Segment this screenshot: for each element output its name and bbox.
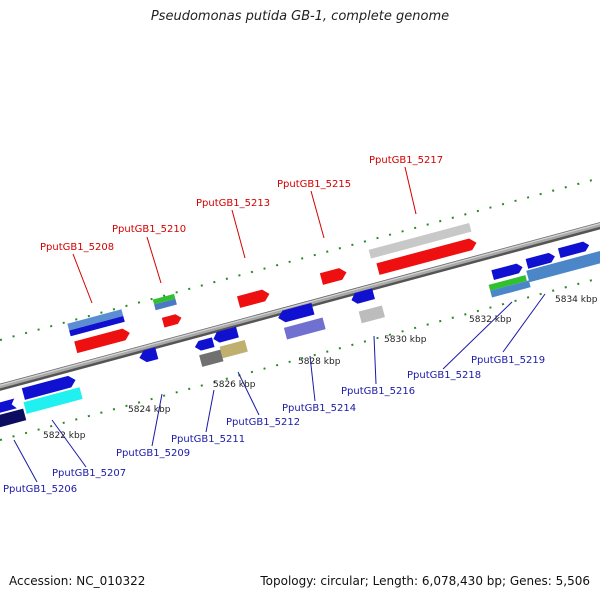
gene-label-5217[interactable]: PputGB1_5217 [369,155,443,166]
gene-5206-5207-block[interactable] [0,374,84,429]
gene-label-5219[interactable]: PputGB1_5219 [471,355,545,366]
ruler-label: 5824 kbp [128,405,171,415]
ruler-label: 5832 kbp [469,315,512,325]
gene-label-5212[interactable]: PputGB1_5212 [226,417,300,428]
gene-label-5218[interactable]: PputGB1_5218 [407,370,481,381]
ruler-label: 5834 kbp [555,295,598,305]
reverse-genes [0,250,600,429]
gene-5216-block[interactable] [350,287,385,324]
ruler-label: 5828 kbp [298,357,341,367]
gene-5217-block[interactable] [368,222,478,276]
leader-lines-reverse [13,293,546,483]
gene-5214-block[interactable] [277,301,326,340]
gene-label-5206[interactable]: PputGB1_5206 [3,484,77,495]
gene-label-5208[interactable]: PputGB1_5208 [40,242,114,253]
accession-text: Accession: NC_010322 [9,574,146,588]
gene-5209-arrow[interactable] [138,347,159,363]
ruler-label: 5826 kbp [213,380,256,390]
topology-text: Topology: circular; Length: 6,078,430 bp… [260,574,590,588]
gene-label-5211[interactable]: PputGB1_5211 [171,434,245,445]
forward-genes [67,222,591,354]
gene-5215-arrow[interactable] [319,267,348,285]
gene-label-5215[interactable]: PputGB1_5215 [277,179,351,190]
gene-label-5216[interactable]: PputGB1_5216 [341,386,415,397]
gene-5213-arrow[interactable] [236,288,271,308]
gene-5208-block[interactable] [67,309,131,354]
forward-gene-labels: PputGB1_5208 PputGB1_5210 PputGB1_5213 P… [40,155,443,253]
leader-lines-forward [72,166,417,304]
ruler-label: 5830 kbp [384,335,427,345]
ruler-labels: 5822 kbp 5824 kbp 5826 kbp 5828 kbp 5830… [43,295,598,441]
gene-5210-block[interactable] [152,293,183,329]
gene-label-5210[interactable]: PputGB1_5210 [112,224,186,235]
gene-5218-5219-block[interactable] [488,250,600,298]
gene-label-5213[interactable]: PputGB1_5213 [196,198,270,209]
gene-5211-5212-block[interactable] [193,325,249,367]
gene-right-top-arrows[interactable] [490,240,591,280]
map-title: Pseudomonas putida GB-1, complete genome [150,9,450,24]
reverse-gene-labels: PputGB1_5206 PputGB1_5207 PputGB1_5209 P… [3,355,545,495]
gene-label-5209[interactable]: PputGB1_5209 [116,448,190,459]
ruler-label: 5822 kbp [43,431,86,441]
gene-label-5214[interactable]: PputGB1_5214 [282,403,356,414]
gene-label-5207[interactable]: PputGB1_5207 [52,468,126,479]
